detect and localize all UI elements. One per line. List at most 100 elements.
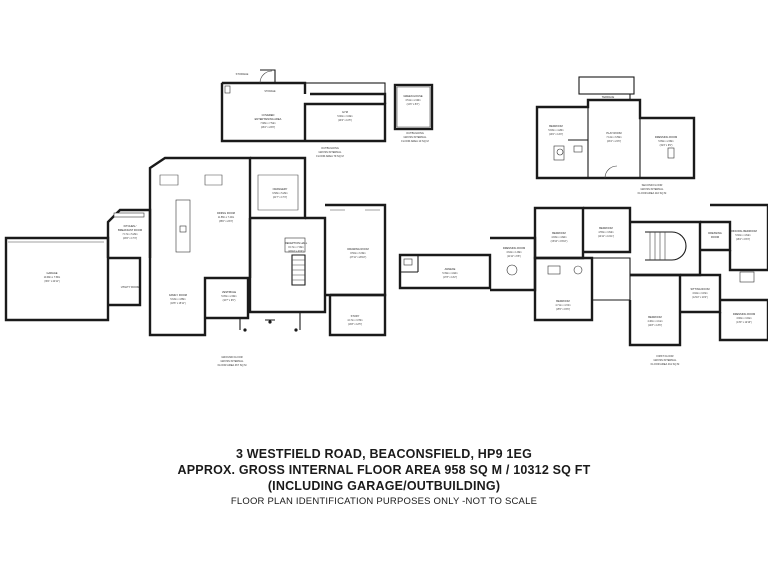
including-note: (INCLUDING GARAGE/OUTBUILDING) [267, 479, 501, 493]
utility-name: UTILITY ROOM [121, 285, 139, 289]
garage-name: GARAGE [46, 271, 57, 275]
bedroom-a-name: BEDROOM [552, 231, 565, 235]
reception-name: RECEPTION HALL [285, 241, 308, 245]
bedroom-d-metric: 4.46m x 4.11m [647, 321, 662, 323]
gym-metric: 5.90m x 3.49m [337, 116, 352, 118]
dining-imperial: (38'0" x 24'3") [219, 221, 233, 223]
outbuilding-plan: STORAGE STORAGE COVERED ENTERTAINING ARE… [220, 69, 387, 158]
playroom-name: PLAY ROOM [606, 131, 621, 135]
second-floor-plan: TERRACE BEDROOM 5.83m x 4.28m (19'2" x 1… [535, 76, 696, 195]
sf-bedroom-imperial: (19'2" x 14'0") [549, 134, 563, 136]
vestibule-metric: 5.05m x 2.90m [221, 296, 236, 298]
annexe-imperial: (17'8" x 13'2") [443, 277, 457, 279]
study-metric: 4.17m x 3.78m [347, 320, 362, 322]
ground-floor-label-line1: GROUND FLOOR [221, 355, 242, 359]
outbuilding-label-line2: GROSS INTERNAL [319, 150, 342, 154]
sf-dressing-imperial: (19'4" x 9'9") [660, 145, 673, 147]
covered-area-imperial: (26'2" x 24'9") [261, 127, 275, 129]
reception-metric: 8.17m x 7.06m [288, 247, 303, 249]
principal-bedroom-imperial: (18'4" x 15'3") [736, 239, 750, 241]
kitchen-name2: BREAKFAST ROOM [118, 228, 142, 232]
orangery-metric: 6.58m x 5.26m [272, 193, 287, 195]
vestibule-name: VESTIBULE [222, 290, 237, 294]
outbuilding-label-line1: OUTBUILDING [321, 146, 339, 150]
dressing-room2-name: DRESSING ROOM [733, 312, 755, 316]
drawing-imperial: (27'11" x 20'10") [350, 257, 367, 259]
terrace-label: TERRACE [602, 95, 615, 99]
outbuilding-storage-label: STORAGE [236, 72, 249, 76]
bedroom-c-name: BEDROOM [556, 299, 569, 303]
covered-area-name: ENTERTAINING AREA [255, 117, 282, 121]
property-address: 3 WESTFIELD ROAD, BEACONSFIELD, HP9 1EG [235, 447, 533, 461]
annexe-metric: 5.39m x 4.02m [442, 273, 457, 275]
green-house-imperial: (11'6" x 8'2") [407, 104, 420, 106]
covered-area-title: COVERED [262, 113, 275, 117]
disclaimer: FLOOR PLAN IDENTIFICATION PURPOSES ONLY … [230, 496, 538, 507]
green-house-label-line1: OUTBUILDING [406, 131, 424, 135]
study-imperial: (13'8" x 12'5") [348, 324, 362, 326]
kitchen-metric: 7.17m x 5.26m [122, 234, 137, 236]
outbuilding-storage-inner-label: STORAGE [264, 90, 276, 93]
dressing-room-small-name: DRESSING [708, 231, 722, 235]
garage-metric: 10.99m x 7.59m [44, 277, 61, 279]
green-house-name: GREEN HOUSE [403, 94, 422, 98]
bedroom-a-imperial: (15'10" x 15'10") [551, 241, 568, 243]
green-house-plan: GREEN HOUSE 3.51m x 2.48m (11'6" x 8'2")… [393, 83, 434, 143]
green-house-label-line3: FLOOR AREA 13 SQ M [401, 139, 428, 143]
drawing-name: DRAWING ROOM [347, 247, 368, 251]
bedroom-d-imperial: (14'8" x 13'6") [648, 325, 662, 327]
gym-imperial: (19'4" x 11'5") [338, 120, 352, 122]
orangery-imperial: (21'7" x 17'3") [273, 197, 287, 199]
ff-dressing-name: DRESSING ROOM [503, 246, 525, 250]
family-metric: 5.63m x 4.85m [170, 299, 185, 301]
first-floor-label-line1: FIRST FLOOR [656, 354, 673, 358]
reception-imperial: (26'10" x 23'2") [288, 251, 304, 253]
ground-floor-label-line2: GROSS INTERNAL [221, 359, 244, 363]
covered-area-metric: 7.98m x 7.54m [260, 123, 275, 125]
orangery-name: ORANGERY [273, 187, 288, 191]
sitting-room-metric: 3.92m x 3.15m [692, 293, 707, 295]
sf-dressing-name: DRESSING ROOM [655, 135, 677, 139]
garage-imperial: (36'1" x 24'11") [44, 281, 59, 283]
green-house-label-line2: GROSS INTERNAL [404, 135, 427, 139]
family-imperial: (18'6" x 15'11") [170, 303, 185, 305]
second-floor-label-line2: GROSS INTERNAL [641, 187, 664, 191]
family-name: FAMILY ROOM [169, 293, 187, 297]
sf-dressing-metric: 5.89m x 2.96m [658, 141, 673, 143]
second-floor-label-line1: SECOND FLOOR [642, 183, 663, 187]
first-floor-label-line3: FLOOR AREA 311 SQ M [651, 362, 680, 366]
ground-floor-label-line3: FLOOR AREA 467 SQ M [218, 363, 247, 367]
sf-bedroom-metric: 5.83m x 4.28m [548, 130, 563, 132]
playroom-metric: 7.12m x 6.56m [606, 137, 621, 139]
drawing-metric: 8.50m x 6.36m [350, 253, 365, 255]
bedroom-b-metric: 4.55m x 3.63m [598, 232, 613, 234]
annexe-name: ANNEXE [445, 267, 456, 271]
bedroom-b-imperial: (14'11" x 11'11") [598, 236, 614, 238]
vestibule-imperial: (16'7" x 9'6") [223, 300, 236, 302]
first-floor-plan: ANNEXE 5.39m x 4.02m (17'8" x 13'2") DRE… [398, 203, 768, 366]
principal-bedroom-name: PRINCIPAL BEDROOM [729, 229, 757, 233]
kitchen-name: KITCHEN / [124, 224, 137, 228]
dressing-room2-imperial: (13'0" x 12'10") [736, 322, 752, 324]
sitting-room-name: SITTING ROOM [690, 287, 709, 291]
second-floor-label-line3: FLOOR AREA 110 SQ M [638, 191, 667, 195]
ff-dressing-imperial: (11'11" x 6'6") [507, 256, 521, 258]
bedroom-c-metric: 4.71m x 4.72m [555, 305, 570, 307]
green-house-metric: 3.51m x 2.48m [405, 100, 420, 102]
playroom-imperial: (23'4" x 21'6") [607, 141, 621, 143]
ff-dressing-metric: 3.62m x 1.99m [506, 252, 521, 254]
principal-bedroom-metric: 5.60m x 4.64m [735, 235, 750, 237]
dressing-room2-metric: 3.96m x 3.91m [736, 318, 751, 320]
outbuilding-label-line3: FLOOR AREA 79 SQ M [316, 154, 343, 158]
sitting-room-imperial: (12'10" x 10'4") [692, 297, 708, 299]
kitchen-imperial: (23'6" x 17'3") [123, 238, 137, 240]
sf-bedroom-name: BEDROOM [549, 124, 562, 128]
bedroom-b-name: BEDROOM [599, 226, 612, 230]
ground-floor-plan: GARAGE 10.99m x 7.59m (36'1" x 24'11") K… [4, 156, 387, 367]
bedroom-d-name: BEDROOM [648, 315, 661, 319]
dressing-room-small-name2: ROOM [711, 235, 719, 239]
first-floor-label-line2: GROSS INTERNAL [654, 358, 677, 362]
gym-name: GYM [342, 110, 348, 114]
bedroom-a-metric: 4.83m x 4.82m [551, 237, 566, 239]
